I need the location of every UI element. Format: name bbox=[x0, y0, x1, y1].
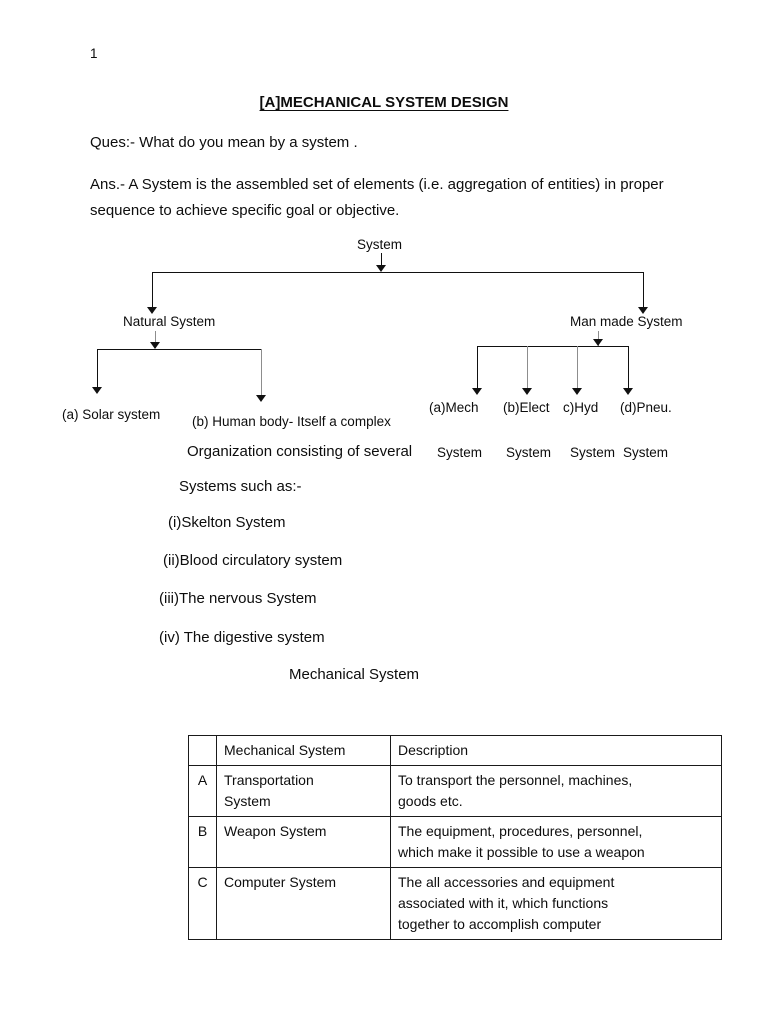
manmade-child4-drop bbox=[628, 346, 629, 392]
level1-connector-bar bbox=[152, 272, 643, 273]
natural-child1-drop bbox=[97, 349, 98, 391]
list-item-digestive: (iv) The digestive system bbox=[159, 629, 325, 646]
row-name: Transportation System bbox=[216, 765, 391, 817]
table-row: A Transportation System To transport the… bbox=[188, 765, 722, 817]
level1-right-arrow bbox=[638, 307, 648, 314]
row-description: To transport the personnel, machines, go… bbox=[390, 765, 722, 817]
tree-node-manmade-system: Man made System bbox=[570, 314, 683, 329]
natural-child2-drop bbox=[261, 349, 262, 399]
table-row: C Computer System The all accessories an… bbox=[188, 867, 722, 940]
mechanical-system-table: Mechanical System Description A Transpor… bbox=[188, 735, 722, 940]
manmade-child2-drop bbox=[527, 346, 528, 392]
manmade-child2-arrow bbox=[522, 388, 532, 395]
row-desc-line: together to accomplish computer bbox=[398, 916, 602, 932]
tree-leaf-pneu-sub: System bbox=[623, 445, 669, 460]
manmade-child3-drop bbox=[577, 346, 578, 392]
page-title: [A]MECHANICAL SYSTEM DESIGN bbox=[0, 95, 768, 110]
manmade-child1-arrow bbox=[472, 388, 482, 395]
list-item-nervous: (iii)The nervous System bbox=[159, 590, 317, 607]
page-title-text: [A]MECHANICAL SYSTEM DESIGN bbox=[259, 94, 509, 111]
row-name-line: Computer System bbox=[224, 874, 337, 890]
row-desc-line: goods etc. bbox=[398, 793, 463, 809]
manmade-connector-bar bbox=[477, 346, 628, 347]
continuation-line-2: Systems such as:- bbox=[179, 478, 302, 495]
natural-stem-line bbox=[155, 331, 156, 348]
root-stem-line bbox=[381, 253, 382, 270]
root-stem-arrow bbox=[376, 265, 386, 272]
tree-node-natural-system: Natural System bbox=[123, 314, 216, 329]
row-name-line: Transportation bbox=[224, 772, 314, 788]
page-number: 1 bbox=[90, 46, 98, 61]
manmade-child1-drop bbox=[477, 346, 478, 392]
row-desc-line: To transport the personnel, machines, bbox=[398, 772, 633, 788]
row-description: The all accessories and equipment associ… bbox=[390, 867, 722, 940]
tree-node-root: System bbox=[357, 237, 403, 252]
tree-leaf-elect: (b)Elect bbox=[503, 400, 550, 415]
tree-leaf-mech-sub: System bbox=[437, 445, 483, 460]
row-name: Weapon System bbox=[216, 816, 391, 868]
row-key: C bbox=[188, 867, 217, 940]
row-name-line: System bbox=[224, 793, 271, 809]
section-heading-mechanical-system: Mechanical System bbox=[289, 666, 420, 683]
natural-connector-bar bbox=[97, 349, 261, 350]
row-desc-line: which make it possible to use a weapon bbox=[398, 844, 645, 860]
row-desc-line: associated with it, which functions bbox=[398, 895, 609, 911]
row-key: B bbox=[188, 816, 217, 868]
level1-left-arrow bbox=[147, 307, 157, 314]
level1-right-drop bbox=[643, 272, 644, 311]
list-item-skelton: (i)Skelton System bbox=[168, 514, 286, 531]
tree-leaf-hyd-sub: System bbox=[570, 445, 616, 460]
answer-paragraph: Ans.- A System is the assembled set of e… bbox=[90, 176, 664, 219]
manmade-child3-arrow bbox=[572, 388, 582, 395]
manmade-stem-arrow bbox=[593, 339, 603, 346]
natural-stem-arrow bbox=[150, 342, 160, 349]
tree-leaf-pneu: (d)Pneu. bbox=[620, 400, 672, 415]
tree-leaf-mech: (a)Mech bbox=[429, 400, 479, 415]
row-name: Computer System bbox=[216, 867, 391, 940]
natural-child2-arrow bbox=[256, 395, 266, 402]
table-header-key bbox=[188, 735, 217, 766]
tree-leaf-elect-sub: System bbox=[506, 445, 552, 460]
row-description: The equipment, procedures, personnel, wh… bbox=[390, 816, 722, 868]
row-name-line: Weapon System bbox=[224, 823, 327, 839]
row-desc-line: The equipment, procedures, personnel, bbox=[398, 823, 643, 839]
natural-child1-arrow bbox=[92, 387, 102, 394]
table-row: B Weapon System The equipment, procedure… bbox=[188, 816, 722, 868]
table-header-name: Mechanical System bbox=[216, 735, 391, 766]
table-header-row: Mechanical System Description bbox=[188, 735, 722, 766]
row-key: A bbox=[188, 765, 217, 817]
manmade-stem-line bbox=[598, 331, 599, 346]
table-header-description: Description bbox=[390, 735, 722, 766]
continuation-line-1: Organization consisting of several bbox=[187, 443, 413, 460]
list-item-blood-circulatory: (ii)Blood circulatory system bbox=[163, 552, 343, 569]
question-line: Ques:- What do you mean by a system . bbox=[90, 134, 358, 151]
manmade-child4-arrow bbox=[623, 388, 633, 395]
tree-leaf-hyd: c)Hyd bbox=[563, 400, 599, 415]
row-desc-line: The all accessories and equipment bbox=[398, 874, 615, 890]
tree-leaf-solar-system: (a) Solar system bbox=[62, 407, 161, 422]
system-classification-diagram: System Natural System Man made System (a… bbox=[0, 225, 768, 475]
level1-left-drop bbox=[152, 272, 153, 311]
tree-leaf-human-body: (b) Human body- Itself a complex bbox=[192, 414, 391, 429]
